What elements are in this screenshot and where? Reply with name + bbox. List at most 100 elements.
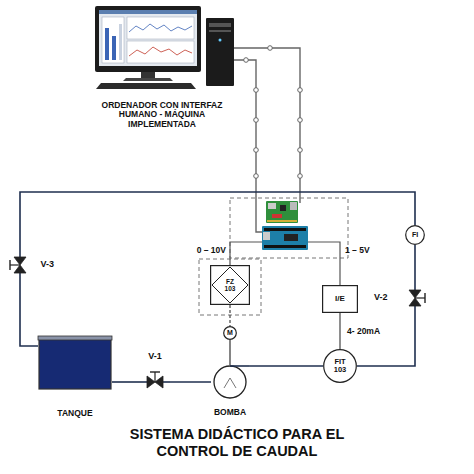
monitor-frame xyxy=(95,6,201,72)
pi-port xyxy=(268,203,276,209)
signal-wire xyxy=(230,242,262,265)
pipe-stub xyxy=(19,273,21,280)
cable-dot xyxy=(254,88,259,93)
node-text: V-2 xyxy=(374,293,388,303)
instrument-circle: FIT103 xyxy=(323,349,357,383)
node-text: V-3 xyxy=(40,260,54,270)
node-text: I/E xyxy=(335,295,345,304)
pipe-line xyxy=(249,365,323,367)
valve-symbol: V-3 xyxy=(0,250,58,280)
signal-range-label: 1 – 5V xyxy=(345,246,395,255)
tank-body xyxy=(39,339,111,389)
pipe-stub xyxy=(414,283,416,290)
data-cable xyxy=(234,60,262,232)
drive-bay xyxy=(209,30,231,32)
arduino-board xyxy=(262,226,308,250)
motor-circle: M xyxy=(223,326,237,340)
pipe-line xyxy=(339,313,340,349)
node-text: M xyxy=(227,329,233,337)
node-text: BOMBA xyxy=(214,408,246,417)
tank-symbol-outline xyxy=(38,336,112,418)
cable-dot xyxy=(254,148,259,153)
cable-dot xyxy=(268,46,273,51)
trend-line xyxy=(129,24,192,32)
box-outline xyxy=(323,286,358,313)
tank-rim xyxy=(38,336,112,340)
arduino-header xyxy=(264,228,306,231)
level-bar xyxy=(119,24,122,60)
keyboard xyxy=(96,83,196,89)
pipe-line xyxy=(112,381,140,383)
pipe-line xyxy=(229,340,230,365)
instrument-circle: FI xyxy=(405,225,425,245)
data-cable xyxy=(234,48,300,203)
pump-impeller xyxy=(224,378,236,388)
pi-component xyxy=(272,214,282,218)
arduino-port xyxy=(263,232,270,240)
pump-symbol: BOMBA xyxy=(211,365,249,417)
pipe-line xyxy=(414,245,416,283)
pipe-stub xyxy=(414,306,416,313)
gauge-panel xyxy=(102,17,124,63)
monitor-stand xyxy=(141,72,155,78)
cable-dot xyxy=(254,174,259,179)
node-text: ORDENADOR CON INTERFAZ HUMANO - MÁQUINA … xyxy=(89,101,235,129)
box-outline xyxy=(211,266,250,305)
node-text: FZ xyxy=(226,278,234,285)
valve-handle xyxy=(150,371,160,372)
pump-discharge xyxy=(230,365,249,367)
pipe-line xyxy=(357,313,415,366)
cable-dot xyxy=(298,88,303,93)
signal-wire xyxy=(308,242,340,285)
trend-panel xyxy=(127,41,194,63)
arduino-header xyxy=(264,245,306,248)
monitor-screen xyxy=(99,10,197,66)
converter-box: I/E xyxy=(322,285,358,313)
tank-symbol: TANQUE xyxy=(38,336,112,418)
arduino-pcb xyxy=(262,226,308,250)
pipe-line xyxy=(170,381,211,383)
valve-stem xyxy=(10,264,20,265)
valve-stem xyxy=(415,297,425,298)
cable-dot xyxy=(298,118,303,123)
pump-casing xyxy=(214,366,246,398)
figure-caption: SISTEMA DIDÁCTICO PARA EL CONTROL DE CAU… xyxy=(102,426,372,461)
valve-stem xyxy=(154,372,155,382)
valve-symbol: V-1 xyxy=(140,352,170,392)
node-text: 103 xyxy=(334,366,347,374)
circle-outline xyxy=(224,327,237,340)
pipe-line xyxy=(20,192,415,250)
arduino-chip xyxy=(284,234,298,241)
pi-port xyxy=(290,202,297,210)
signal-range-label: 0 – 10V xyxy=(176,246,226,255)
power-led xyxy=(219,39,222,42)
pipe-stub xyxy=(140,381,147,383)
controller-enclosure xyxy=(230,198,348,258)
signal-label: 4- 20mA xyxy=(347,327,380,336)
diamond-outline xyxy=(212,267,248,303)
computer-node: ORDENADOR CON INTERFAZ HUMANO - MÁQUINA … xyxy=(82,2,242,129)
valve-handle xyxy=(9,260,10,270)
node-text: FIT xyxy=(334,358,345,366)
pi-header xyxy=(267,220,297,222)
circle-outline xyxy=(324,350,357,383)
trend-panel xyxy=(127,17,194,39)
cable-dot xyxy=(254,118,259,123)
level-bar xyxy=(105,28,109,60)
cable-dot xyxy=(298,148,303,153)
window-bar xyxy=(99,10,197,14)
data-cables xyxy=(234,48,300,232)
node-text: V-1 xyxy=(148,352,162,362)
raspberry-pi-board xyxy=(266,201,298,223)
pc-tower xyxy=(206,18,234,86)
node-text: FI xyxy=(412,231,418,239)
level-bar xyxy=(112,36,116,60)
signal-line xyxy=(229,305,230,326)
cable-dots xyxy=(244,46,303,179)
pi-chip xyxy=(280,205,286,211)
valve-handle xyxy=(424,293,425,303)
drive-bay xyxy=(209,23,231,27)
